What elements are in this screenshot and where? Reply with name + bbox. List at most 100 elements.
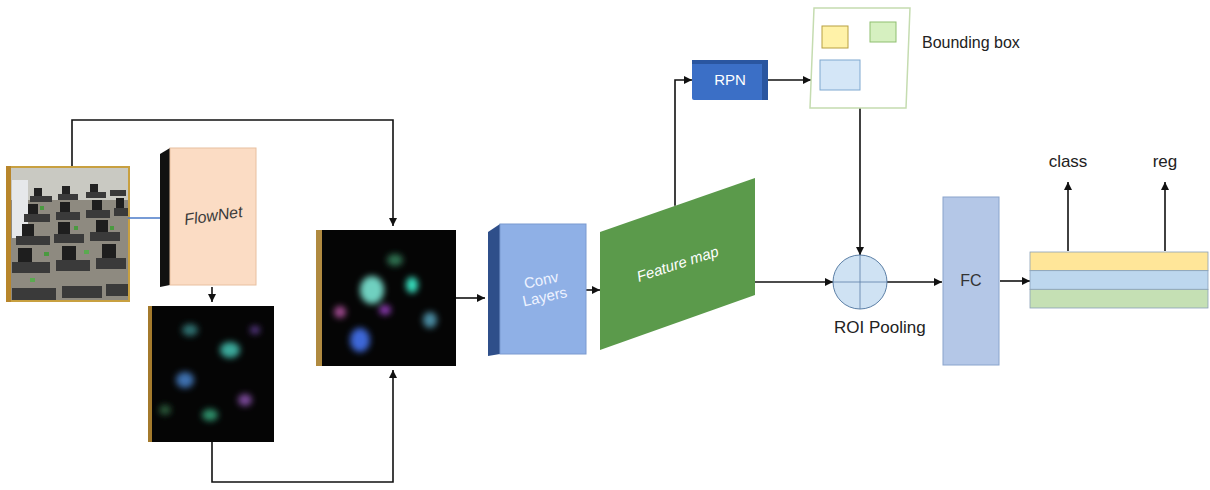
classroom-photo <box>58 222 70 234</box>
classroom-photo <box>90 232 120 241</box>
output-vector-outline <box>1030 271 1208 290</box>
fused-flow-image <box>334 306 346 318</box>
fused-flow-image <box>379 305 391 315</box>
roi-pooling-circle: ROI Pooling <box>832 254 888 310</box>
classroom-photo <box>116 198 124 208</box>
flow-arrow <box>675 80 692 206</box>
flow-arrow <box>887 281 942 283</box>
flow-arrow <box>768 79 811 81</box>
bounding-box-panel-outline <box>820 60 860 90</box>
rpn-box-outline <box>762 60 768 100</box>
flow-arrow <box>586 289 600 291</box>
classroom-photo <box>11 168 128 200</box>
classroom-photo <box>96 258 126 269</box>
classroom-photo <box>34 188 42 196</box>
fused-flow-image <box>387 254 403 266</box>
optical-flow-image <box>238 394 252 406</box>
label-holder: reg <box>1153 152 1178 172</box>
classroom-photo <box>62 286 102 298</box>
bounding-box-panel: Bounding box <box>808 6 912 110</box>
classroom-photo <box>6 166 130 302</box>
rpn-box-outline <box>692 60 768 64</box>
classroom-photo <box>30 278 35 282</box>
classroom-photo <box>56 260 90 271</box>
classroom-photo <box>28 204 38 214</box>
label-holder: Feature map <box>635 255 720 273</box>
classroom-photo <box>54 234 84 243</box>
flownet-box-outline <box>160 148 170 287</box>
bounding-box-panel-outline <box>870 22 896 42</box>
image-flow-arrows <box>456 297 485 299</box>
optical-flow-image <box>182 324 198 336</box>
classroom-photo <box>106 284 128 296</box>
classroom-photo <box>110 226 114 230</box>
conv-layers-box: Conv Layers <box>486 214 588 356</box>
classroom-photo <box>60 202 70 212</box>
classroom-photo <box>114 208 128 216</box>
feature-map: Feature map <box>598 176 758 352</box>
node-label: FC <box>960 272 981 290</box>
roi-pooling-circle-outline <box>833 255 887 309</box>
output-vector: classreg <box>1030 252 1208 308</box>
classroom-photo <box>12 262 50 273</box>
classroom-photo <box>96 220 108 232</box>
label-holder: Bounding box <box>922 34 1020 52</box>
fused-flow-image <box>316 230 456 366</box>
output-vector-outline <box>1030 289 1208 308</box>
classroom-photo <box>7 167 129 301</box>
image-flow-arrows <box>72 120 485 482</box>
optical-flow-image <box>148 306 274 442</box>
classroom-photo <box>62 186 70 194</box>
classroom-photo <box>92 200 102 210</box>
classroom-photo <box>84 250 89 254</box>
fused-flow-image <box>350 328 370 352</box>
node-label: ROI Pooling <box>834 318 926 338</box>
bounding-box-panel-outline <box>810 8 910 108</box>
classroom-photo <box>74 226 78 230</box>
output-vector-outline <box>1030 252 1208 271</box>
feature-map-outline <box>600 178 755 350</box>
node-label: Conv Layers <box>504 264 582 313</box>
rpn-box-outline <box>692 60 768 100</box>
optical-flow-image <box>220 342 240 358</box>
label-holder: Conv Layers <box>507 271 579 306</box>
conv-layers-box-outline <box>488 224 500 356</box>
classroom-photo <box>90 184 98 192</box>
flownet-box: FlowNet <box>158 142 258 287</box>
optical-flow-image <box>159 405 171 415</box>
node-label: reg <box>1153 152 1178 172</box>
label-holder: class <box>1049 152 1088 172</box>
classroom-photo <box>30 196 52 202</box>
optical-flow-image <box>250 326 260 334</box>
optical-flow-image <box>176 372 194 388</box>
fused-flow-image <box>316 230 322 366</box>
optical-flow-image <box>148 306 152 442</box>
roi-pooling-circle-outline <box>832 254 888 310</box>
classroom-photo <box>62 246 76 260</box>
classroom-photo <box>6 166 11 302</box>
classroom-photo <box>6 166 130 302</box>
fused-flow-image <box>334 254 437 352</box>
optical-flow-image <box>202 409 218 421</box>
fused-flow-image <box>360 276 384 304</box>
node-label: class <box>1049 152 1088 172</box>
flownet-box-outline <box>170 148 256 285</box>
flow-arrow <box>859 108 861 255</box>
image-flow-arrows <box>211 287 213 302</box>
flow-arrow <box>1000 280 1030 282</box>
optical-flow-image <box>148 306 274 442</box>
fc-box-outline <box>943 197 999 365</box>
image-flow-arrows <box>212 370 393 482</box>
fc-box: FC <box>942 196 1000 366</box>
classroom-photo <box>44 252 49 256</box>
output-vector-outline <box>1030 252 1208 308</box>
label-holder: RPN <box>714 71 746 89</box>
label-holder: ROI Pooling <box>834 318 926 338</box>
fused-flow-image <box>423 312 437 328</box>
classroom-photo <box>12 288 56 300</box>
classroom-photo <box>86 192 106 198</box>
conv-layers-box-outline <box>500 224 586 354</box>
output-leader-arrows <box>1068 182 1165 251</box>
